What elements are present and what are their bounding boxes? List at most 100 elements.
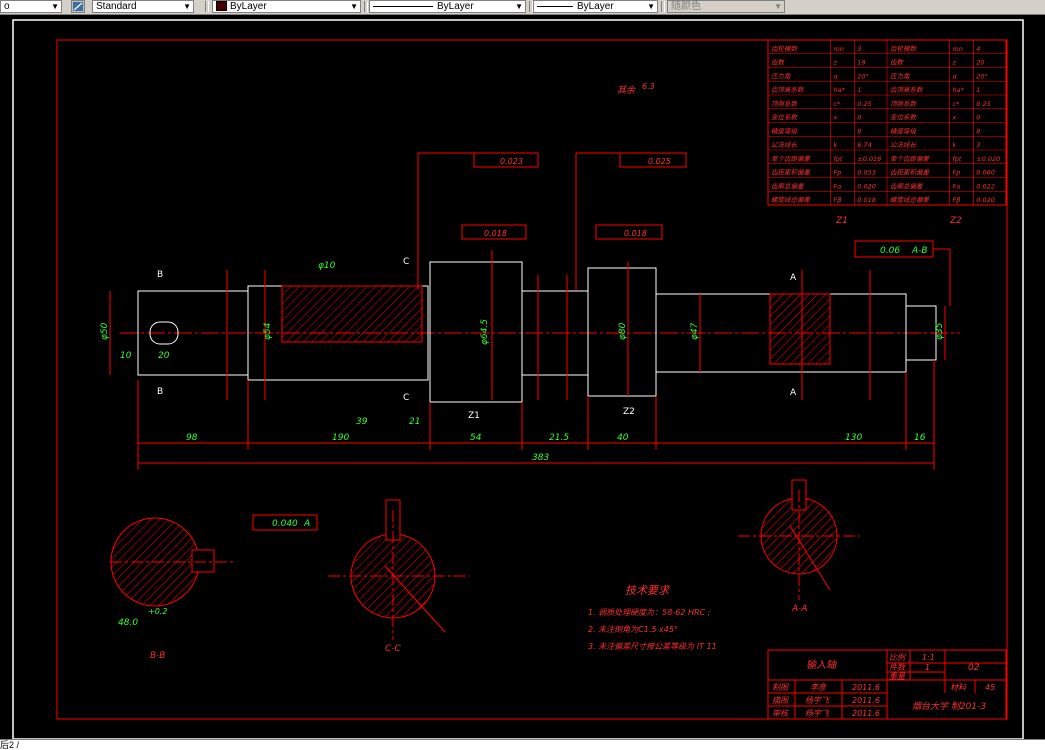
tol-runout-4: 0.018 (624, 229, 647, 238)
cut-mark-b-bottom: B (157, 387, 163, 397)
title-checker-date: 2011.6 (852, 709, 880, 718)
param-cell: 齿距累积偏差 (771, 169, 812, 177)
param-cell: 0.022 (976, 182, 995, 190)
toolbar-separator (661, 1, 665, 12)
chevron-down-icon: ▼ (515, 2, 523, 11)
roughness-value: 6.3 (642, 82, 655, 91)
param-cell: fpt (952, 155, 961, 163)
param-cell: 19 (857, 59, 865, 67)
dim-key-tol: +0.2 (148, 607, 167, 616)
tech-requirements: 技术要求 1. 调质处理硬度为：58-62 HRC ; 2. 未注倒角为C1.5… (588, 584, 717, 651)
left-combo[interactable]: o ▼ (0, 0, 62, 13)
dimension-texts: 383 98 190 21 54 21.5 40 130 16 39 10 20… (100, 261, 945, 463)
param-cell: 1 (976, 86, 980, 94)
dim-16: 16 (914, 433, 926, 443)
viewport-border (12, 19, 1024, 739)
dim-phi47: φ47 (690, 322, 700, 340)
dim-phi10: φ10 (318, 261, 336, 271)
param-cell: α (952, 72, 957, 80)
color-value: ByLayer (216, 1, 267, 12)
lineweight-dropdown[interactable]: ByLayer ▼ (533, 0, 658, 13)
param-cell: 变位系数 (771, 114, 799, 122)
tol-runout-3: 0.018 (484, 229, 507, 238)
tech-title: 技术要求 (625, 584, 671, 597)
dim-20: 20 (158, 351, 170, 361)
section-label-aa: A-A (791, 604, 808, 614)
dim-phi35: φ35 (935, 322, 945, 340)
command-line[interactable]: 后2 / (0, 739, 1045, 750)
title-count-value: 1 (925, 663, 930, 672)
cut-mark-c-top: C (403, 257, 409, 267)
param-cell: 齿数 (771, 59, 786, 67)
title-checker-label: 审核 (772, 709, 790, 718)
param-cell: 4 (976, 45, 980, 53)
left-combo-value: o (4, 1, 10, 12)
command-line-text: 后2 / (0, 740, 20, 750)
tol-cyl-datum: A-B (911, 246, 928, 256)
text-style-dropdown[interactable]: Standard ▼ (92, 0, 194, 13)
title-design-date: 2011.6 (852, 683, 880, 692)
param-cell: 单个齿距偏差 (771, 155, 812, 163)
dim-98: 98 (186, 433, 198, 443)
param-cell: z (832, 59, 837, 67)
chevron-down-icon: ▼ (774, 2, 782, 11)
chevron-down-icon: ▼ (183, 2, 191, 11)
color-dropdown[interactable]: ByLayer ▼ (212, 0, 361, 13)
param-cell: 齿顶高系数 (890, 86, 924, 94)
tech-item-3: 3. 未注偏差尺寸按公差等级为 IT 11 (588, 642, 717, 651)
lineweight-preview (537, 5, 573, 7)
plot-style-dropdown[interactable]: 随颜色 ▼ (667, 0, 785, 13)
section-bb: B-B 48.0 +0.2 (110, 517, 235, 661)
dim-phi50: φ50 (100, 322, 110, 340)
text-style-icon[interactable] (71, 0, 85, 13)
param-cell: k (833, 141, 837, 149)
section-label-cc: C-C (385, 644, 402, 654)
param-cell: 0.25 (857, 100, 871, 108)
color-label: ByLayer (230, 1, 267, 12)
param-cell: 3 (857, 45, 861, 53)
param-cell: 变位系数 (890, 114, 918, 122)
text-style-value: Standard (96, 1, 137, 12)
param-cell: 顶隙系数 (771, 100, 799, 108)
param-cell: 0.053 (857, 169, 876, 177)
param-cell: 0.018 (857, 196, 876, 204)
chevron-down-icon: ▼ (51, 2, 59, 11)
param-cell: 20 (976, 59, 984, 67)
param-cell: mn (952, 45, 962, 53)
tol-runout-2: 0.025 (648, 157, 671, 166)
param-cell: 20° (976, 72, 988, 80)
color-swatch (216, 1, 227, 12)
dim-54: 54 (470, 433, 482, 443)
param-cell: 齿廓总偏差 (890, 182, 924, 190)
param-cell: ha* (952, 86, 964, 94)
cut-mark-c-bottom: C (403, 393, 409, 403)
param-cell: ±0.018 (857, 155, 881, 163)
tol-runout-1: 0.023 (500, 157, 523, 166)
param-cell: 1 (857, 86, 861, 94)
dim-total: 383 (532, 453, 549, 463)
tol-sym-datum: A (303, 519, 310, 529)
param-cell: 3 (976, 141, 980, 149)
title-designer-label: 制图 (772, 683, 789, 692)
linetype-value: ByLayer (373, 1, 474, 12)
param-cell: 齿顶高系数 (771, 86, 805, 94)
title-material-label: 材料 (950, 683, 967, 692)
title-drawing-number: 02 (968, 663, 980, 673)
linetype-dropdown[interactable]: ByLayer ▼ (369, 0, 526, 13)
param-cell: 0.020 (857, 182, 876, 190)
gear-label-z1: Z1 (468, 411, 480, 421)
linetype-label: ByLayer (437, 1, 474, 12)
dim-phi80: φ80 (618, 322, 628, 340)
section-label-bb: B-B (150, 651, 165, 661)
param-cell: fpt (833, 155, 842, 163)
param-cell: 0.25 (976, 100, 990, 108)
dim-39: 39 (356, 417, 368, 427)
gear-tooth-lines (226, 250, 871, 400)
param-cell: Fp (833, 169, 841, 177)
title-part-name: 输入轴 (806, 659, 837, 671)
param-cell: 螺旋线总偏差 (890, 196, 931, 204)
title-scale-label: 比例 (889, 653, 907, 662)
